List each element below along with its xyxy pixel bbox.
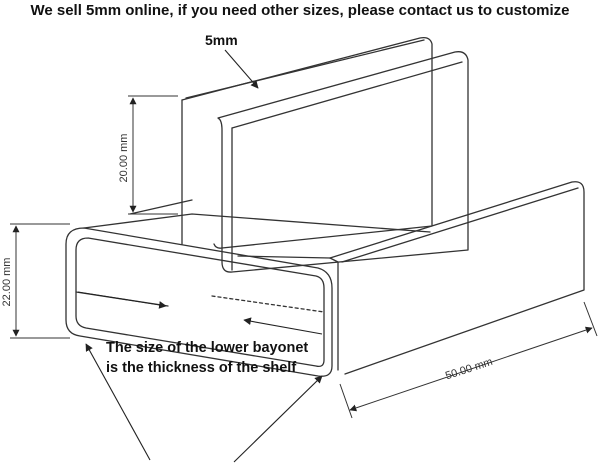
- dim-depth: [339, 301, 598, 419]
- inner-depth-dashed: [211, 295, 325, 313]
- callout-arrow-left: [85, 343, 151, 461]
- back-plate: [181, 36, 433, 249]
- callout-line-1: The size of the lower bayonet: [106, 340, 309, 356]
- dim-upper-height: [128, 95, 178, 215]
- slot-arrow-left: [77, 291, 167, 309]
- dim-upper-height-label: 20.00 mm: [118, 134, 130, 183]
- thickness-arrow: [224, 49, 259, 89]
- slot-arrow-right: [243, 317, 323, 335]
- headline: We sell 5mm online, if you need other si…: [30, 2, 570, 19]
- thickness-label: 5mm: [205, 32, 238, 48]
- dim-total-height: [10, 223, 70, 339]
- callout-line-2: is the thickness of the shelf: [106, 360, 297, 376]
- front-plate: [217, 51, 469, 273]
- bayonet-callout: The size of the lower bayonet is the thi…: [106, 338, 308, 378]
- dim-total-height-label: 22.00 mm: [1, 258, 13, 307]
- callout-arrow-right: [233, 375, 323, 463]
- dim-depth-label: 50.00 mm: [444, 356, 494, 383]
